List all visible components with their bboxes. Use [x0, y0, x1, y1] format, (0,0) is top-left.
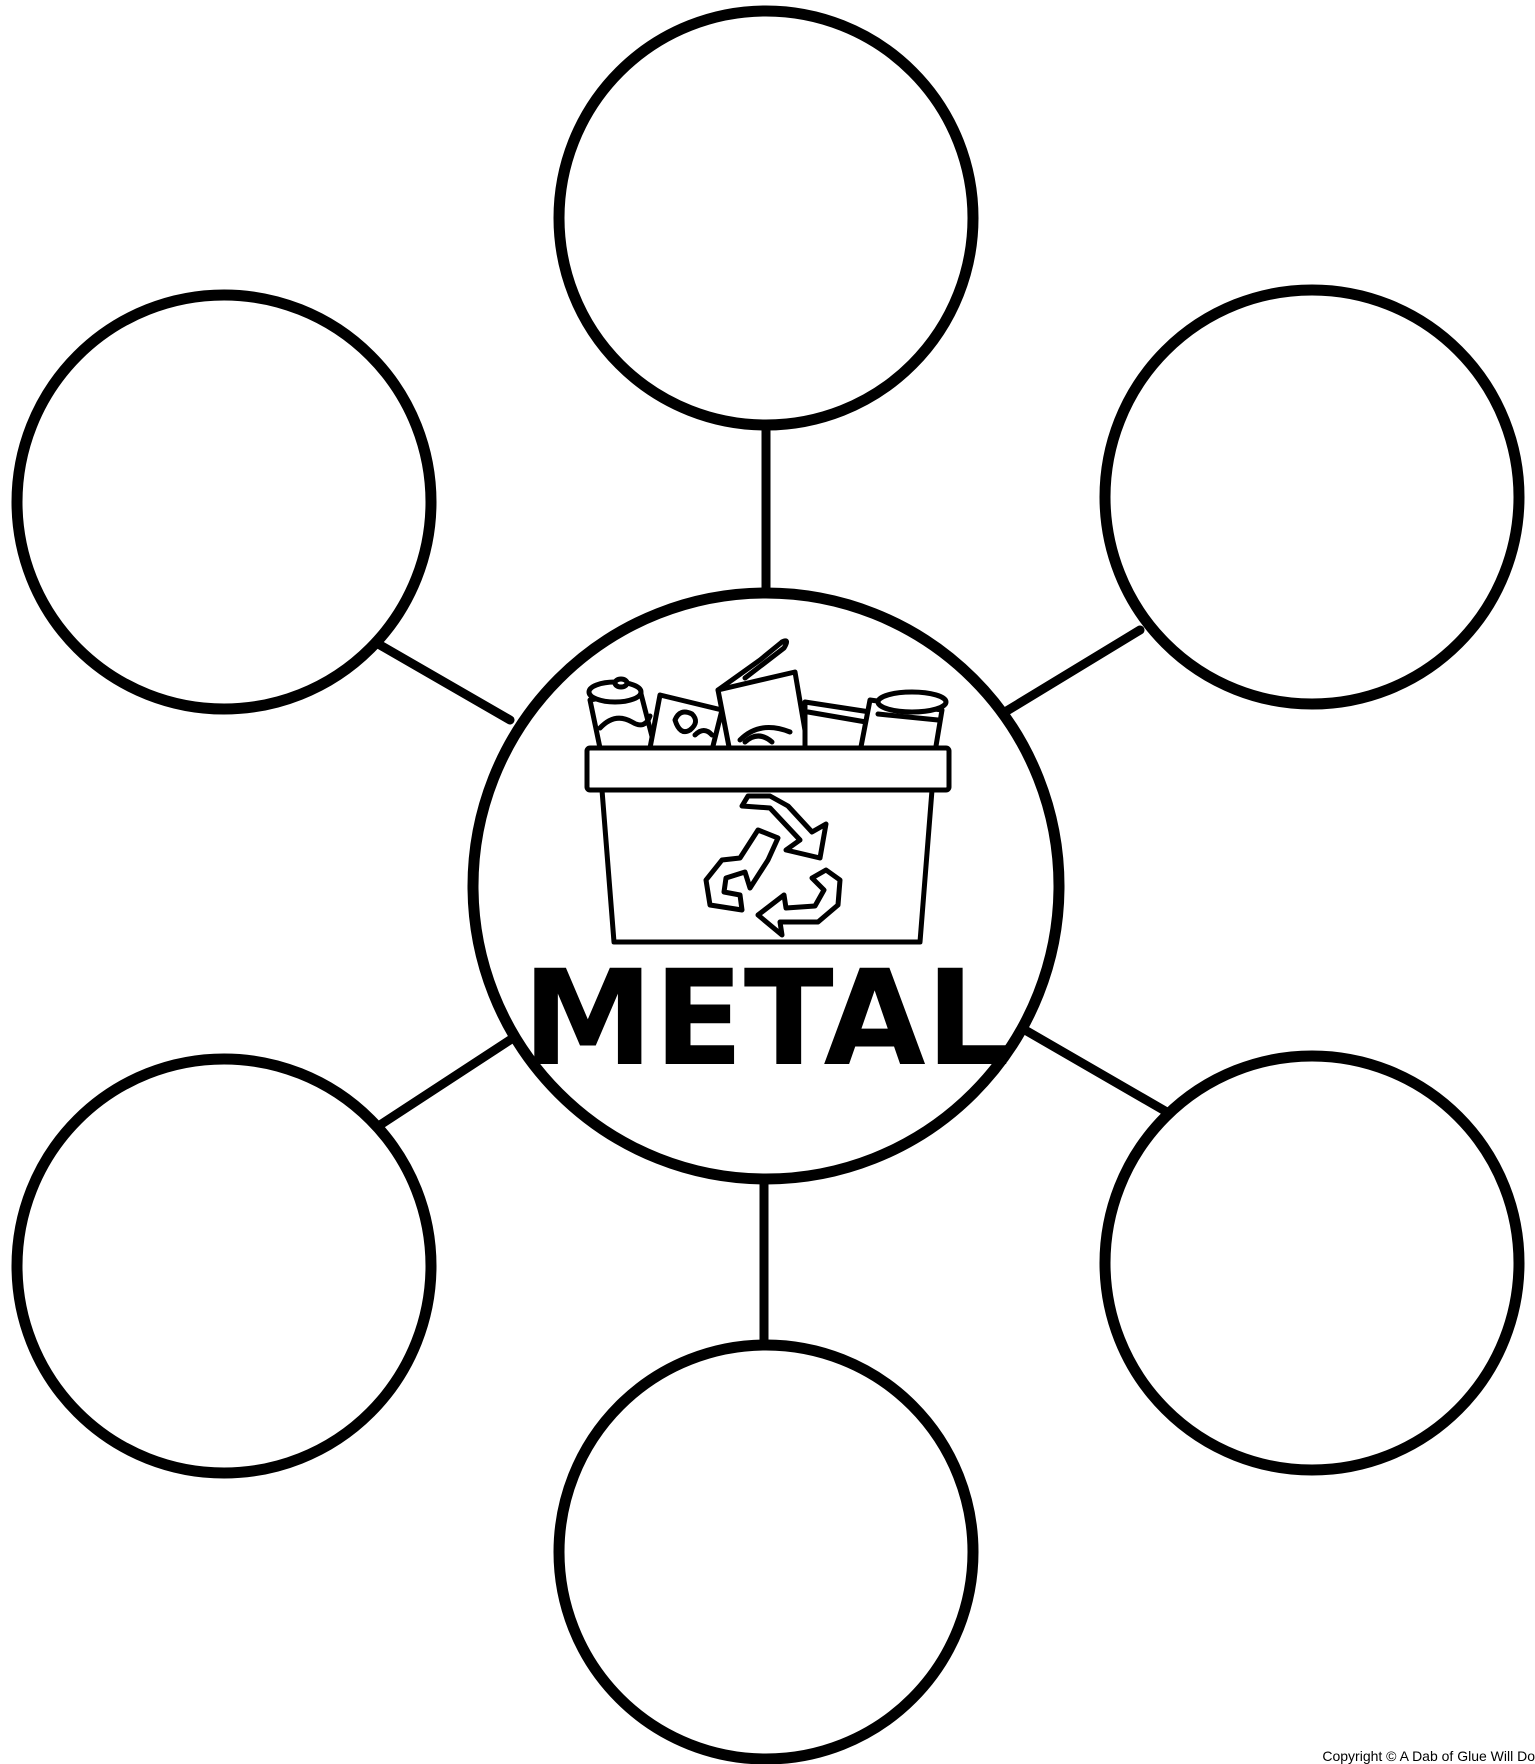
bubble-lower-right[interactable] — [1105, 1056, 1519, 1470]
connector-lower-left — [380, 1040, 510, 1125]
bubble-upper-left[interactable] — [17, 295, 431, 709]
connector-lower-right — [1025, 1030, 1172, 1115]
connector-upper-right — [1005, 630, 1140, 712]
connector-upper-left — [380, 645, 510, 720]
bubble-bottom[interactable] — [559, 1345, 973, 1759]
center-label: METAL — [522, 942, 1010, 1096]
bubble-lower-left[interactable] — [17, 1059, 431, 1473]
bubble-upper-right[interactable] — [1105, 290, 1519, 704]
copyright-text: Copyright © A Dab of Glue Will Do — [1322, 1748, 1535, 1764]
bubble-top[interactable] — [559, 11, 973, 425]
